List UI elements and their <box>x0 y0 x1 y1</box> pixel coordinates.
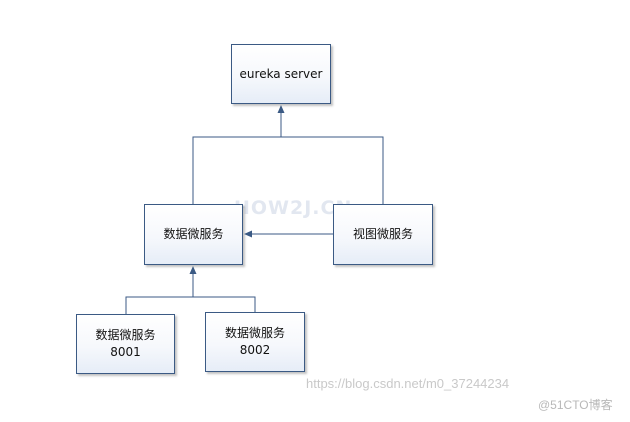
node-label-line: 数据微服务 <box>95 328 156 342</box>
node-label-line: 视图微服务 <box>352 227 413 241</box>
connector-view-to-eureka <box>281 136 384 204</box>
connector-data-to-eureka <box>192 136 281 204</box>
node-label-line: eureka server <box>239 66 323 81</box>
node-data-service-8001: 数据微服务 8001 <box>76 314 175 374</box>
node-eureka-server: eureka server <box>231 44 331 104</box>
connector-8001-to-data <box>125 296 193 314</box>
node-data-service-8002: 数据微服务 8002 <box>205 312 305 372</box>
node-label: 数据微服务 8001 <box>95 327 155 361</box>
watermark-51cto: @51CTO博客 <box>538 398 613 412</box>
watermark-csdn-url: https://blog.csdn.net/m0_37244234 <box>306 376 510 391</box>
node-label: eureka server <box>240 66 323 83</box>
node-label-line: 数据微服务 <box>163 227 224 241</box>
node-data-service: 数据微服务 <box>144 204 243 265</box>
watermark-how2j: HOW2J.CN <box>234 197 353 219</box>
node-label-line: 数据微服务 <box>224 326 285 340</box>
node-label: 视图微服务 <box>353 226 413 243</box>
node-label: 数据微服务 <box>163 226 223 243</box>
connector-8002-to-data <box>193 296 256 312</box>
node-label-line: 8002 <box>239 343 271 357</box>
node-view-service: 视图微服务 <box>333 204 433 265</box>
node-label-line: 8001 <box>110 345 141 359</box>
node-label: 数据微服务 8002 <box>225 325 285 359</box>
